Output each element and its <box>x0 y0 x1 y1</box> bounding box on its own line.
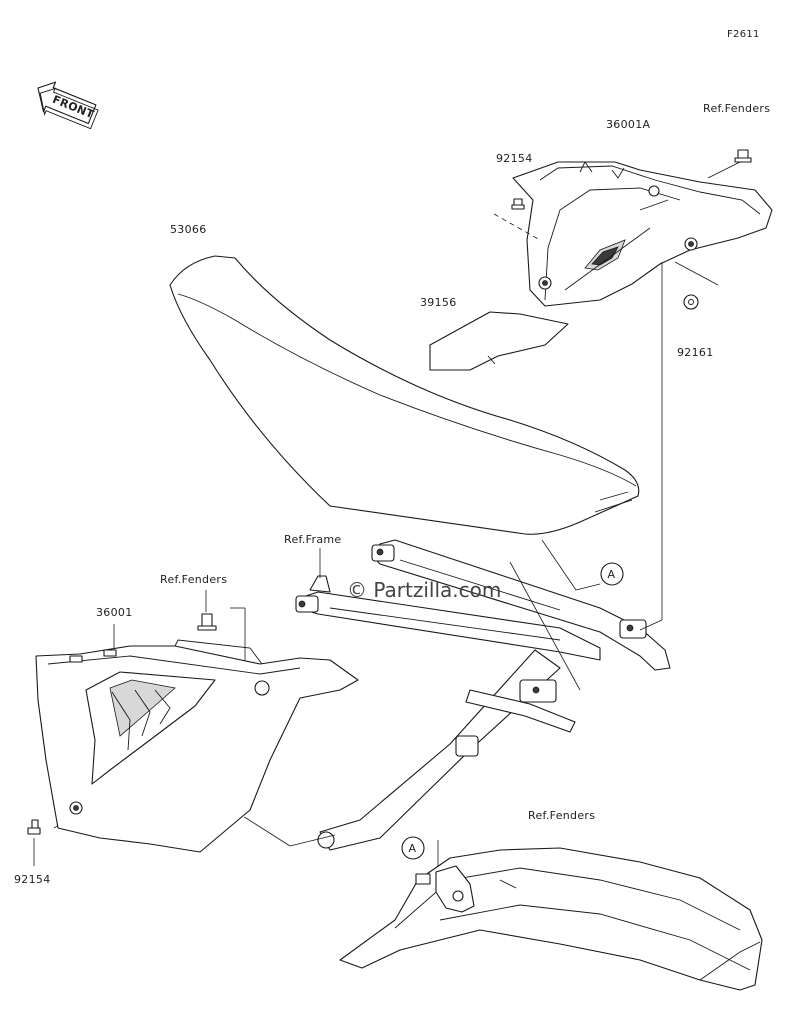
pad-39156 <box>429 311 569 371</box>
callout-92154-upper: 92154 <box>496 152 533 165</box>
bolt-92154-upper <box>493 198 541 241</box>
bolt-92154-lower <box>27 819 41 835</box>
callout-92161: 92161 <box>677 346 714 359</box>
side-cover-right <box>512 161 773 307</box>
callout-36001a: 36001A <box>606 118 650 131</box>
callout-36001: 36001 <box>96 606 133 619</box>
marker-a-lower: A <box>401 836 425 860</box>
callout-ref-fenders-lower: Ref.Fenders <box>528 809 595 822</box>
collar-92161 <box>674 261 719 310</box>
seat <box>169 255 640 535</box>
figure-code: F2611 <box>727 29 760 40</box>
rear-frame <box>295 539 671 851</box>
callout-92154-lower: 92154 <box>14 873 51 886</box>
bolt-ref-fenders-upper <box>707 149 752 179</box>
marker-a-upper-text: A <box>608 568 616 581</box>
callout-39156: 39156 <box>420 296 457 309</box>
rear-fender <box>339 847 763 991</box>
marker-a-upper: A <box>600 562 624 586</box>
callout-53066: 53066 <box>170 223 207 236</box>
callout-ref-fenders-left: Ref.Fenders <box>160 573 227 586</box>
marker-a-lower-text: A <box>409 842 417 855</box>
front-arrow-icon: FRONT <box>37 81 99 130</box>
watermark: © Partzilla.com <box>347 578 501 602</box>
side-cover-left <box>35 639 359 853</box>
callout-ref-frame: Ref.Frame <box>284 533 341 546</box>
bolt-ref-fenders-left <box>197 613 217 631</box>
callout-ref-fenders-upper: Ref.Fenders <box>703 102 770 115</box>
